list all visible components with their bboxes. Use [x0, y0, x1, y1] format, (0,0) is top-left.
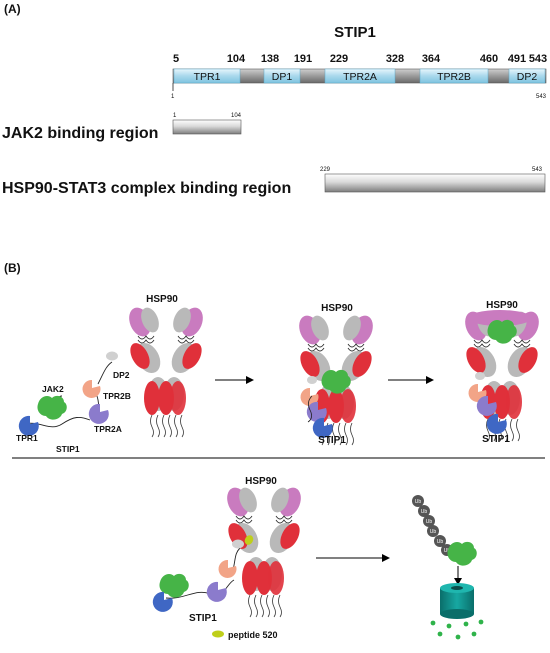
domain-tpr1	[173, 68, 241, 84]
stage1-hsp90-label: HSP90	[146, 294, 178, 305]
ub-1-label: Ub	[415, 499, 422, 505]
arrow-stage2-to-3	[388, 376, 434, 384]
stage3-hsp90-label: HSP90	[486, 300, 518, 311]
ub-3-label: Ub	[426, 519, 433, 525]
domain-label-dp2: DP2	[517, 71, 538, 83]
degradation: Ub Ub Ub Ub Ub Ub	[412, 495, 484, 640]
stage1-tpr2a-label: TPR2A	[94, 424, 122, 434]
stage1-stip1-label: STIP1	[56, 444, 80, 454]
stage3-tpr1	[486, 413, 507, 434]
panel-b-label: (B)	[4, 261, 21, 275]
domain-label-dp1: DP1	[272, 71, 293, 83]
ub-3	[423, 515, 435, 527]
bar-end-543: 543	[536, 94, 547, 100]
ub-6-label: Ub	[444, 548, 451, 554]
domain-tpr2b	[419, 68, 489, 84]
stage2-stip1-label: STIP1	[318, 435, 346, 446]
stage1-dp2-label: DP2	[113, 370, 130, 380]
proteasome-pore	[451, 586, 463, 590]
ub-4	[427, 525, 439, 537]
boundary-328: 328	[386, 53, 404, 65]
stage1-dp2	[106, 351, 118, 361]
legend-peptide-label: peptide 520	[228, 630, 278, 640]
stage3-tpr2a	[476, 395, 497, 416]
jak2-region-label: JAK2 binding region	[2, 125, 158, 142]
domain-label-tpr2b: TPR2B	[437, 71, 471, 83]
arrow-stage1-to-2	[215, 376, 254, 384]
ub-2-label: Ub	[421, 509, 428, 515]
domain-dp1	[263, 68, 301, 84]
stip1-title: STIP1	[334, 24, 376, 41]
boundary-364: 364	[422, 53, 441, 65]
bottom-stip1-label: STIP1	[189, 613, 217, 624]
domain-boundaries: 5 104 138 191 229 328 364 460 491 543	[173, 53, 547, 65]
stage1-tpr1-label: TPR1	[16, 433, 38, 443]
stage2-tpr1	[312, 417, 333, 438]
boundary-138: 138	[261, 53, 279, 65]
hsp90-stat3-binding-region: 229 543 HSP90-STAT3 complex binding regi…	[2, 167, 546, 197]
stage1-tpr2a	[88, 403, 109, 424]
arrow-to-degradation	[316, 554, 390, 562]
bottom-hsp90-dimer	[222, 483, 306, 618]
stage1-jak2	[37, 395, 67, 420]
inhibition-stage: HSP90 STIP1 peptide 520	[152, 476, 306, 640]
bottom-dp2	[232, 539, 244, 549]
bottom-tpr2b	[218, 559, 237, 578]
stage-2: HSP90 STIP1	[294, 303, 378, 446]
stage1-hsp90-dimer	[124, 303, 208, 438]
stage1-jak2-label: JAK2	[42, 384, 64, 394]
stage3-stip1-label: STIP1	[482, 434, 510, 445]
hsp90-region-label: HSP90-STAT3 complex binding region	[2, 180, 291, 197]
stip1-domain-bar: TPR1 DP1 TPR2A TPR2B DP2 1 543	[171, 68, 547, 100]
hsp90-region-start: 229	[320, 167, 331, 173]
legend-peptide-icon	[212, 630, 224, 638]
boundary-491: 491	[508, 53, 526, 65]
stage1-tpr2b	[82, 379, 101, 398]
degraded-jak2	[447, 541, 477, 566]
ub-1	[412, 495, 424, 507]
peptide-fragments	[430, 619, 484, 640]
stage2-hsp90-label: HSP90	[321, 303, 353, 314]
bottom-tpr1	[152, 591, 173, 612]
hsp90-region-end: 543	[532, 167, 543, 173]
hsp90-region-bar	[324, 173, 546, 193]
jak2-region-bar	[172, 119, 242, 135]
domain-tpr2a	[324, 68, 396, 84]
boundary-543: 543	[529, 53, 547, 65]
boundary-229: 229	[330, 53, 348, 65]
boundary-191: 191	[294, 53, 312, 65]
ub-2	[418, 505, 430, 517]
domain-label-tpr1: TPR1	[194, 71, 221, 83]
jak2-binding-region: 1 104 JAK2 binding region	[2, 113, 242, 142]
ub-5-label: Ub	[437, 539, 444, 545]
boundary-460: 460	[480, 53, 498, 65]
boundary-104: 104	[227, 53, 246, 65]
bar-start-1: 1	[171, 94, 175, 100]
stage-3: HSP90 STIP1	[460, 300, 544, 445]
jak2-region-start: 1	[173, 113, 177, 119]
stage1-tpr1	[18, 415, 39, 436]
domain-dp2	[508, 68, 546, 84]
jak2-region-end: 104	[231, 113, 242, 119]
stage3-closed-ntd	[468, 310, 532, 326]
panel-a-label: (A)	[4, 2, 21, 16]
stage2-dp2	[307, 376, 317, 384]
stage1-tpr2b-label: TPR2B	[103, 391, 131, 401]
ub-5	[434, 535, 446, 547]
ubiquitin-chain: Ub Ub Ub Ub Ub Ub	[412, 495, 453, 556]
bottom-tpr2a	[206, 581, 227, 602]
stage3-dp2	[475, 372, 485, 380]
ub-4-label: Ub	[430, 529, 437, 535]
bottom-peptide-bound	[244, 535, 254, 545]
proteasome	[440, 583, 474, 619]
bottom-hsp90-label: HSP90	[245, 476, 277, 487]
boundary-5: 5	[173, 53, 179, 65]
stage-1: HSP90 JAK2 DP2 TPR2B TPR2A TPR1 STIP1	[16, 294, 208, 454]
domain-label-tpr2a: TPR2A	[343, 71, 377, 83]
stage2-tpr2b	[300, 387, 319, 406]
stage3-jak2	[487, 319, 517, 344]
